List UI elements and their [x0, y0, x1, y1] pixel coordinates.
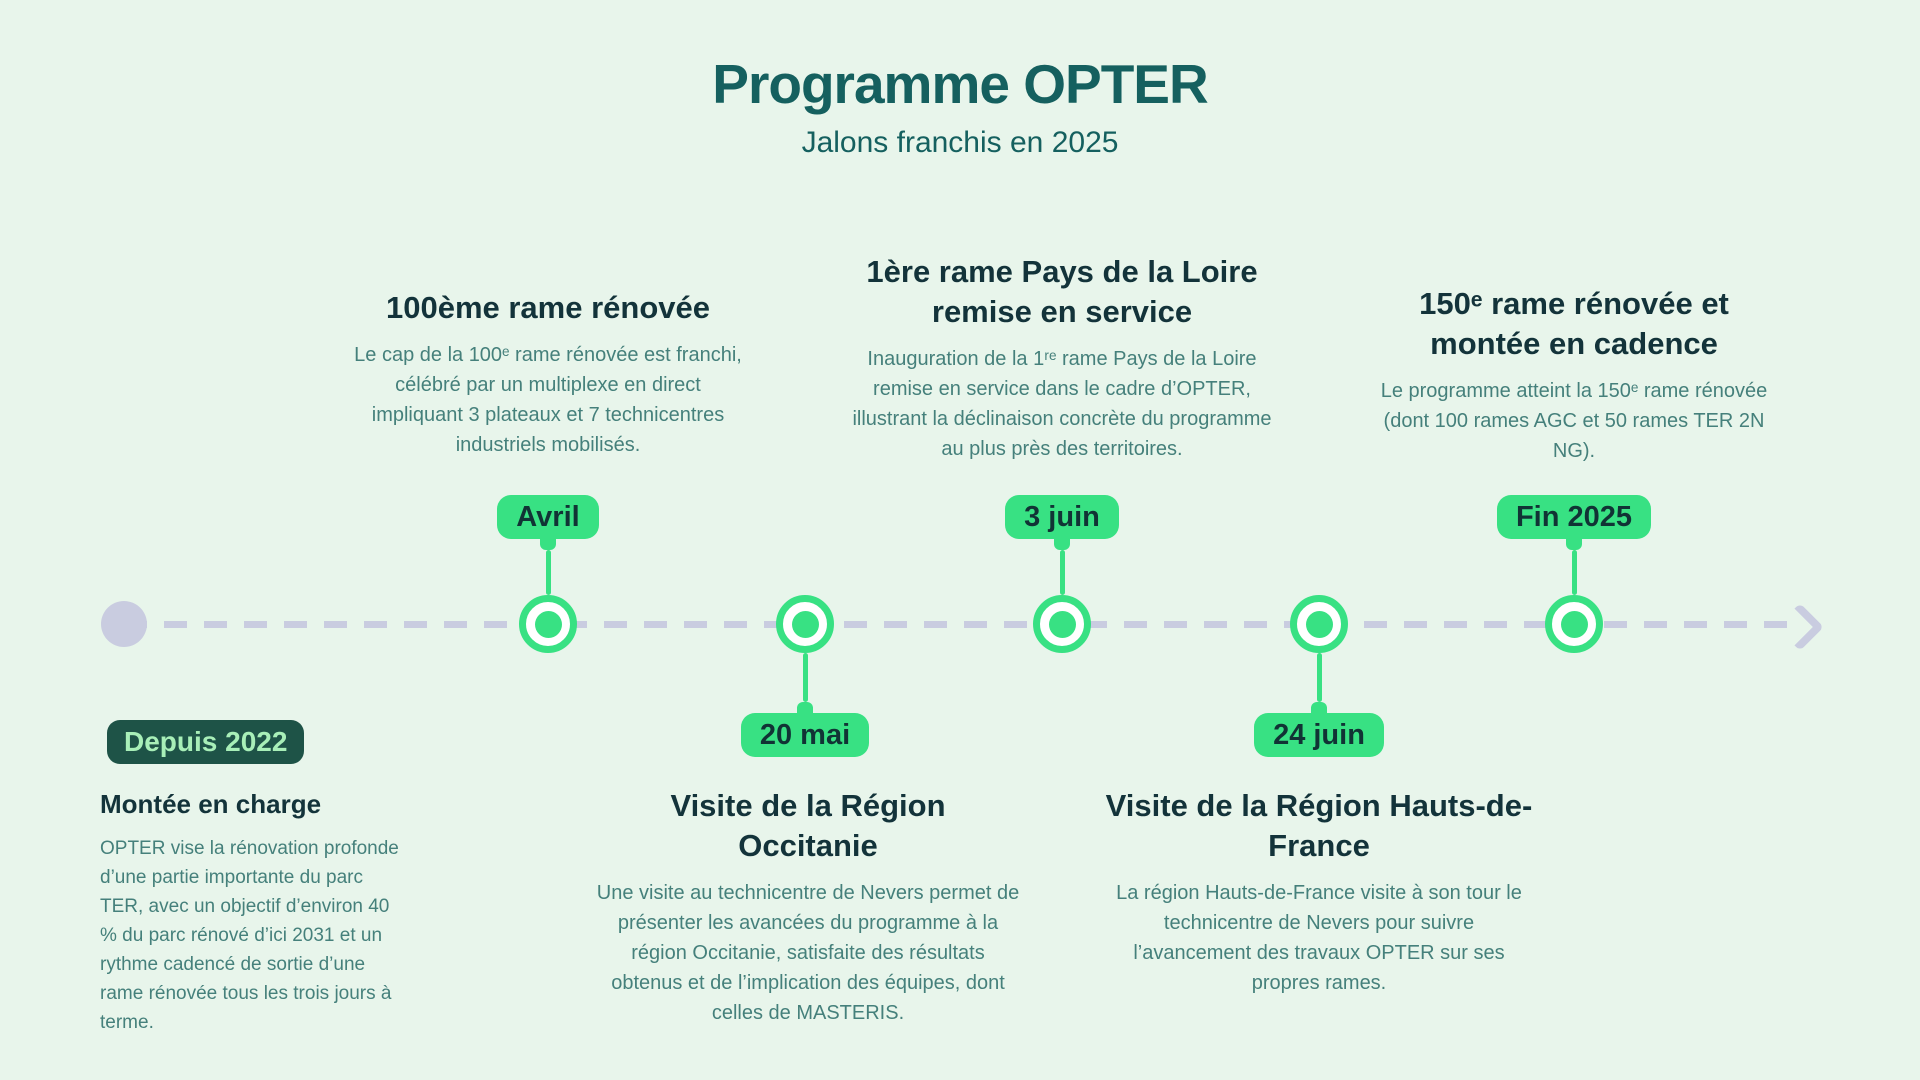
milestone-1ere-rame-pays-de-la-loire: 1ère rame Pays de la Loire remise en ser… — [832, 252, 1292, 464]
timeline-node-core — [1048, 610, 1076, 638]
milestone-description: Le programme atteint la 150ᵉ rame rénové… — [1380, 380, 1768, 462]
badge-stem — [540, 537, 556, 550]
origin-description: OPTER vise la rénovation profonde d’une … — [100, 838, 399, 1033]
date-badge: 3 juin — [1005, 495, 1119, 539]
milestone-description: La région Hauts-de-France visite à son t… — [1116, 882, 1522, 994]
milestone-title: 1ère rame Pays de la Loire remise en ser… — [866, 254, 1258, 329]
milestone-visite-occitanie: Visite de la Région Occitanie Une visite… — [588, 786, 1028, 1028]
timeline-arrow-icon — [1775, 602, 1825, 652]
timeline-node-avril — [519, 595, 577, 653]
origin-montee-en-charge: Depuis 2022 Montée en charge OPTER vise … — [100, 720, 410, 1037]
milestone-title: Visite de la Région Hauts-de-France — [1105, 788, 1533, 863]
timeline-node-core — [1305, 610, 1333, 638]
badge-stem — [1054, 537, 1070, 550]
timeline-node-20-mai — [776, 595, 834, 653]
badge-stem — [797, 702, 813, 715]
date-pin-3-juin: 3 juin — [942, 495, 1182, 595]
timeline-axis — [124, 621, 1792, 628]
milestone-100eme-rame: 100ème rame rénovée Le cap de la 100ᵉ ra… — [338, 288, 758, 460]
date-pin-fin-2025: Fin 2025 — [1454, 495, 1694, 595]
timeline-node-3-juin — [1033, 595, 1091, 653]
date-pin-24-juin: 24 juin — [1199, 653, 1439, 757]
milestone-150e-rame: 150ᵉ rame rénovée et montée en cadence L… — [1364, 284, 1784, 466]
milestone-title: Visite de la Région Occitanie — [670, 788, 946, 863]
page-title: Programme OPTER — [712, 53, 1208, 115]
connector-line — [1059, 550, 1065, 595]
connector-line — [802, 653, 808, 702]
timeline-node-core — [534, 610, 562, 638]
milestone-description: Le cap de la 100ᵉ rame rénovée est franc… — [354, 344, 742, 456]
badge-stem — [1311, 702, 1327, 715]
date-pin-20-mai: 20 mai — [685, 653, 925, 757]
date-badge: Fin 2025 — [1496, 495, 1652, 539]
milestone-description: Inauguration de la 1ʳᵉ rame Pays de la L… — [852, 348, 1272, 460]
timeline-node-fin-2025 — [1545, 595, 1603, 653]
header: Programme OPTER Jalons franchis en 2025 — [0, 52, 1920, 160]
timeline-node-core — [791, 610, 819, 638]
origin-title: Montée en charge — [100, 789, 322, 819]
milestone-description: Une visite au technicentre de Nevers per… — [596, 882, 1020, 1024]
milestone-visite-hauts-de-france: Visite de la Région Hauts-de-France La r… — [1099, 786, 1539, 998]
page-subtitle: Jalons franchis en 2025 — [801, 126, 1119, 159]
milestone-title: 100ème rame rénovée — [385, 290, 710, 325]
timeline-start-dot — [101, 601, 147, 647]
connector-line — [1316, 653, 1322, 702]
timeline-node-core — [1560, 610, 1588, 638]
connector-line — [545, 550, 551, 595]
date-badge: Avril — [497, 495, 599, 539]
milestone-title: 150ᵉ rame rénovée et montée en cadence — [1419, 286, 1729, 361]
badge-stem — [1566, 537, 1582, 550]
date-badge: 24 juin — [1254, 713, 1384, 757]
connector-line — [1571, 550, 1577, 595]
date-pin-avril: Avril — [428, 495, 668, 595]
origin-badge: Depuis 2022 — [107, 720, 305, 764]
timeline-node-24-juin — [1290, 595, 1348, 653]
date-badge: 20 mai — [740, 713, 870, 757]
